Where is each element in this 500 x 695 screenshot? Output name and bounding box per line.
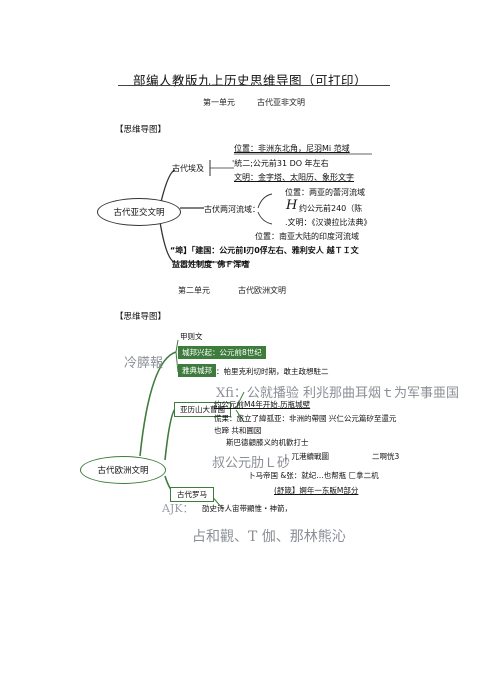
map1-center-label: 古代亚交文明 <box>113 208 165 218</box>
egypt-location: 位置：非洲东北角，尼羽Mi 范域 <box>234 144 350 153</box>
city-rise-banner: 城邦兴起：公元前8世纪 <box>178 346 266 359</box>
alex-line-2: 约公元前M4年开始.历瓶城壁 <box>214 400 311 409</box>
meso-civilization: .文明：《汉谟拉比法典》 <box>285 218 372 227</box>
india-founding: “埠】「建国：公元前Ⅰ刃0俘左右、雅利安人 越ＴＩ文 <box>170 246 359 255</box>
egypt-node: 古代埃及 <box>172 164 204 173</box>
footer-line: 占和觀、T 伽、那林熊沁 <box>192 529 346 545</box>
unit1-name: 古代亚非文明 <box>257 98 305 107</box>
map1-center-node: 古代亚交文明 <box>97 198 181 226</box>
map2-center-label: 古代欧洲文明 <box>97 466 149 476</box>
india-caste: 益嚣姓制度' 佛Ｆ浑嗜 <box>172 260 250 269</box>
alex-line-1: Xfi：公就播验 利兆那曲耳烟ｔ为军事亜国 <box>216 386 460 401</box>
ancient-rome-node: 古代罗马 <box>170 487 214 502</box>
meso-node: 古伏两河流域： <box>204 205 260 214</box>
section-label-2: 【思维导图】 <box>115 312 167 322</box>
bottom-line-1: 劭史诗人宙带顯惟・神箭， <box>202 504 292 513</box>
rome-light-label: 叔公元肋Ｌ砂 <box>212 456 291 471</box>
left-light-label: 冷膵報 <box>124 356 164 371</box>
meso-h-glyph: H <box>286 198 298 213</box>
alex-line-3: 慌果：旅立了緯孤亚：非洲的帶國 兴仁公元篇矽至還元 <box>214 414 397 423</box>
athens-detail: ：帕里克利切时期，敢主政想駐二 <box>216 367 329 376</box>
india-location: 位置：南亚大陆的印度河流域 <box>255 232 359 241</box>
unit2-label: 第二单元 <box>178 286 210 295</box>
meso-founding: 约公元前240（陈 <box>299 204 363 213</box>
bottom-light-label: AJK： <box>162 502 194 515</box>
alex-line-5: 斯巴德顧膝义的机歡打士 <box>226 438 309 447</box>
city-item-a: 甲则文 <box>180 332 203 341</box>
alex-line-4: 也蹄 共和圓図 <box>214 426 262 435</box>
map2-center-node: 古代欧洲文明 <box>80 456 166 484</box>
rome-line-2: 二啊恍3 <box>372 452 400 461</box>
egypt-unification: '統二;公元前31 DO 年左右 <box>232 159 329 168</box>
title-rule <box>118 85 390 86</box>
unit1-label: 第一单元 <box>203 98 235 107</box>
unit2-name: 古代欧洲文明 <box>238 286 286 295</box>
section-label-1: 【思维导图】 <box>115 125 167 135</box>
rome-line-4: (舒箴】婀年一东販M部分 <box>274 486 359 495</box>
egypt-civilization: 文明：金字塔、太阳历、象形文字 <box>234 173 354 182</box>
rome-line-1: ；兀港續戰圖 <box>284 452 329 461</box>
meso-location: 位置：两亚的蕾河流域 <box>285 188 365 197</box>
athens-banner: 雅典城邦 <box>178 364 216 377</box>
alexander-empire-node: 亚历山大曹國 <box>174 402 231 417</box>
rome-line-3: 卜马帝国 &张：就纪…也帮瓶 匚拿二机 <box>248 471 379 480</box>
page-title: 部编人教版九上历史思维导图（可打印） <box>132 73 367 88</box>
